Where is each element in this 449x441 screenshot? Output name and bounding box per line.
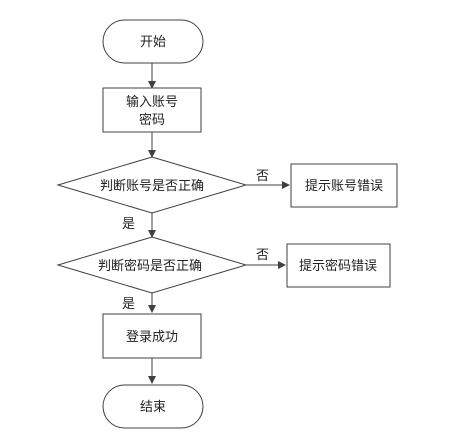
account-error-label: 提示账号错误 (305, 178, 383, 194)
edge-label-account-yes: 是 (122, 217, 135, 232)
check-account-decision: 判断账号是否正确 (56, 156, 248, 214)
start-node: 开始 (102, 19, 204, 64)
input-node: 输入账号 密码 (102, 87, 202, 133)
end-node: 结束 (102, 384, 204, 429)
password-error-node: 提示密码错误 (286, 243, 391, 288)
account-error-node: 提示账号错误 (290, 163, 398, 208)
input-node-label-line1: 输入账号 (126, 94, 178, 110)
edge-label-account-no: 否 (256, 169, 269, 184)
edge-label-password-yes: 是 (122, 297, 135, 312)
start-node-label: 开始 (140, 35, 166, 50)
edge-label-password-no: 否 (256, 248, 269, 263)
check-password-decision: 判断密码是否正确 (56, 236, 248, 294)
password-error-label: 提示密码错误 (299, 258, 377, 274)
input-node-label-line2: 密码 (139, 112, 165, 128)
end-node-label: 结束 (140, 400, 166, 415)
check-password-label: 判断密码是否正确 (98, 258, 202, 274)
success-label: 登录成功 (126, 330, 178, 345)
success-node: 登录成功 (102, 313, 202, 359)
check-account-label: 判断账号是否正确 (100, 179, 204, 194)
